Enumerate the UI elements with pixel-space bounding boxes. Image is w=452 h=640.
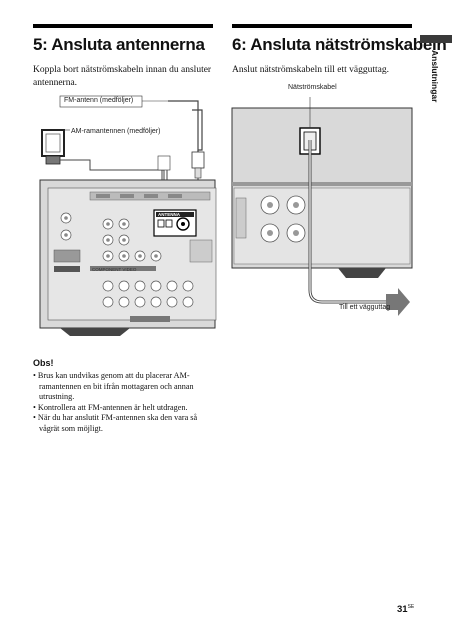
left-header-rule	[33, 24, 213, 28]
note-item: • Kontrollera att FM-antennen är helt ut…	[33, 402, 188, 412]
note-list: • Brus kan undvikas genom att du placera…	[33, 371, 211, 435]
am-antenna-wire	[60, 159, 170, 171]
outlet-arrow-icon	[386, 288, 410, 316]
section-5-title: 5: Ansluta antennerna	[33, 35, 205, 54]
section-6-title: 6: Ansluta nätströmskabeln	[232, 35, 447, 54]
side-tab-label: Anslutningar	[430, 50, 440, 103]
fm-callout-box	[59, 95, 143, 108]
section-6-intro: Anslut nätströmskabeln till ett väggutta…	[232, 65, 389, 75]
page-number-value: 31	[397, 604, 408, 616]
power-cable-illustration	[231, 86, 413, 316]
fm-antenna-callout: FM-antenn (medföljer)	[64, 97, 134, 104]
page-language-code: SE	[407, 604, 415, 610]
note-item: • När du har anslutit FM-antennen ska de…	[33, 413, 198, 433]
note-title: Obs!	[33, 358, 54, 368]
wall-outlet-callout: Till ett vägguttag	[339, 304, 391, 311]
fm-antenna-wire	[168, 100, 203, 151]
section-5-intro: Koppla bort nätströmskabeln innan du ans…	[33, 65, 212, 88]
am-connector	[157, 155, 171, 171]
right-header-rule	[232, 24, 412, 28]
fm-connector	[191, 151, 205, 169]
antenna-connection-illustration	[39, 95, 217, 336]
am-antenna-callout: AM-ramantennen (medföljer)	[71, 128, 161, 135]
note-item: • Brus kan undvikas genom att du placera…	[33, 371, 194, 402]
receiver-foot-right	[338, 268, 386, 278]
antenna-panel-label: ANTENNA	[158, 212, 180, 217]
receiver-foot	[60, 328, 130, 336]
page-number: 31SE	[397, 604, 414, 615]
side-tab-marker	[420, 35, 452, 43]
cable-callout-box	[286, 86, 352, 97]
component-video-label: COMPONENT VIDEO	[92, 267, 137, 272]
power-cable-callout: Nätströmskabel	[288, 84, 337, 91]
